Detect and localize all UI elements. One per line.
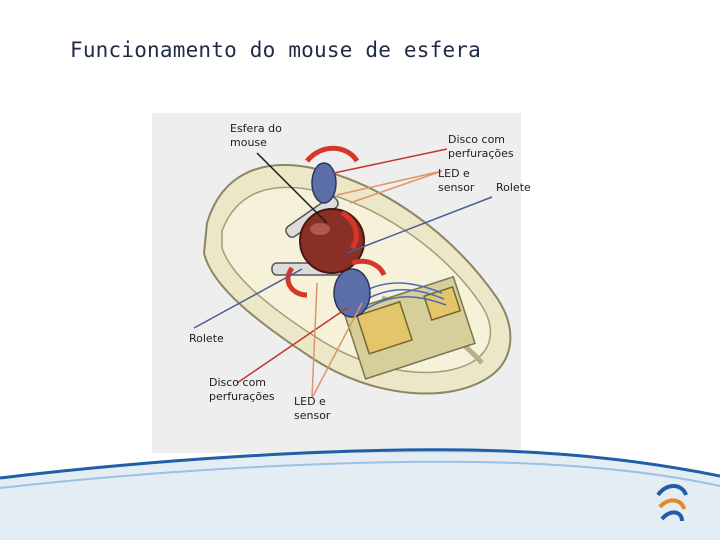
- mouse-diagram: Esfera do mouse Disco com perfurações LE…: [152, 113, 521, 453]
- label-disco-com-perfuracoes-top: Disco com perfurações: [448, 133, 514, 161]
- rotation-arrow-1: [307, 148, 357, 161]
- ball-highlight: [310, 223, 330, 235]
- mouse-illustration: [152, 113, 521, 453]
- label-led-e-sensor-top: LED e sensor: [438, 167, 474, 195]
- label-rolete-left: Rolete: [189, 332, 224, 346]
- label-disco-com-perfuracoes-bottom: Disco com perfurações: [209, 376, 275, 404]
- label-led-e-sensor-bottom: LED e sensor: [294, 395, 330, 423]
- label-esfera-do-mouse: Esfera do mouse: [230, 122, 282, 150]
- disc-bottom: [334, 269, 370, 317]
- slide-title: Funcionamento do mouse de esfera: [70, 38, 481, 62]
- label-rolete-right: Rolete: [496, 181, 531, 195]
- footer-decoration: [0, 430, 720, 540]
- disc-top: [312, 163, 336, 203]
